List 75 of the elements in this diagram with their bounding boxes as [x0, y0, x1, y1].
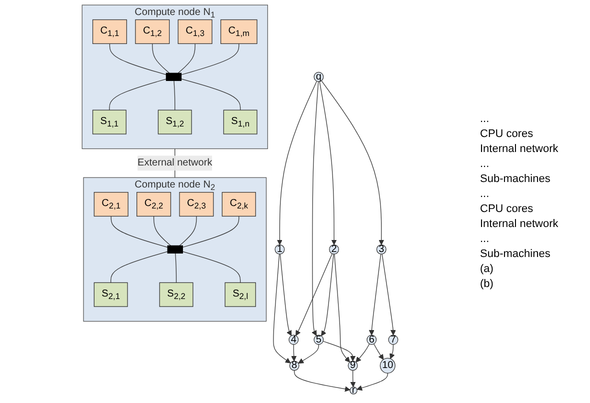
arrow	[273, 254, 291, 364]
node-box: S$_{1,2}$	[158, 110, 192, 134]
arrow	[298, 344, 320, 364]
annotation-text: ...	[480, 188, 490, 200]
annotation-text: CPU cores	[480, 203, 534, 215]
connector	[110, 216, 168, 248]
node-box: C$_{1,3}$	[178, 19, 212, 44]
connector	[110, 251, 168, 283]
node-circle: 4	[288, 334, 299, 345]
annotation-text: ...	[480, 233, 490, 245]
annotation-text: ...	[480, 158, 490, 170]
node-box: C$_{1,1}$	[92, 19, 127, 44]
arrow	[356, 372, 388, 391]
node-box: C$_{2,3}$	[179, 192, 214, 217]
annotation-text: Sub-machines	[480, 173, 552, 185]
node-bar	[166, 72, 182, 81]
node-box: S$_{1,1}$	[92, 110, 126, 134]
connector	[109, 78, 167, 110]
node-circle: 10	[380, 358, 396, 374]
arrow	[294, 370, 350, 392]
node-circle: 6	[366, 334, 377, 345]
annotation-text: (a)	[480, 263, 494, 275]
arrow	[322, 340, 356, 362]
connector	[153, 216, 172, 246]
node-circle: 1	[274, 244, 285, 254]
node-box: S$_{2,l}$	[224, 282, 256, 307]
arrow	[319, 81, 337, 246]
connector	[152, 43, 170, 74]
node-circle: 5	[314, 334, 324, 345]
node-circle: 9	[348, 360, 358, 371]
node-box: C$_{1,2}$	[135, 19, 170, 44]
arrow	[368, 254, 382, 336]
node-circle: q	[314, 72, 324, 82]
node-box: C$_{2,2}$	[136, 192, 172, 217]
node-box: S$_{2,1}$	[94, 282, 128, 307]
node-box: C$_{1,m}$	[220, 19, 258, 44]
node-circle: 7	[388, 334, 398, 345]
arrow	[280, 254, 292, 336]
arrow	[334, 254, 350, 362]
annotation-text: ...	[480, 113, 490, 125]
edge-label: External network	[138, 158, 212, 168]
arrow	[356, 344, 370, 362]
connector	[182, 251, 241, 283]
arrow	[312, 81, 319, 336]
arrow	[321, 254, 334, 336]
node-circle: 8	[289, 360, 300, 371]
node-box: S$_{2,2}$	[159, 282, 194, 307]
annotation-text: CPU cores	[480, 128, 534, 140]
arrow	[296, 253, 332, 336]
connector	[180, 78, 241, 110]
arrow	[291, 344, 297, 362]
annotation-text: Sub-machines	[480, 248, 552, 260]
node-bar	[167, 245, 183, 254]
arrow	[374, 344, 384, 360]
arrow	[321, 80, 384, 246]
connector	[109, 43, 167, 76]
connector	[182, 216, 240, 248]
annotation-text: Internal network	[480, 143, 560, 155]
node-circle: 3	[376, 244, 386, 254]
annotation-text: (b)	[480, 278, 494, 290]
connector	[178, 43, 196, 74]
annotation-text: Internal network	[480, 218, 560, 230]
connector	[175, 252, 177, 283]
connector	[180, 43, 240, 76]
node-box: S$_{1,n}$	[223, 110, 258, 134]
connector	[174, 80, 176, 110]
arrow	[390, 344, 395, 359]
node-circle: r	[350, 386, 358, 394]
arrow	[382, 254, 396, 336]
node-circle: 2	[329, 244, 339, 254]
arrow	[276, 80, 318, 246]
connector	[179, 216, 197, 246]
node-box: C$_{2,k}$	[222, 192, 256, 217]
node-box: C$_{2,1}$	[94, 192, 128, 217]
arrow	[350, 370, 356, 388]
